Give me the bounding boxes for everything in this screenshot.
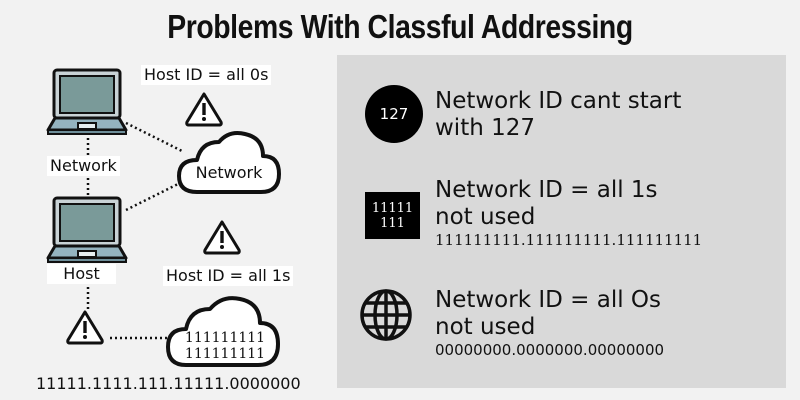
globe-icon xyxy=(360,289,412,341)
warning-icon xyxy=(203,220,241,255)
connection-lines xyxy=(86,121,185,340)
problem-text-line1: Network ID = all Os xyxy=(435,287,662,313)
cloud-icon xyxy=(177,131,281,194)
host-id-zeros-label: Host ID = all 0s xyxy=(141,65,272,85)
laptop-icon xyxy=(46,196,128,263)
problem-text-line2: not used xyxy=(435,204,536,230)
network-label: Network xyxy=(47,156,120,176)
problem-text-line1: Network ID = all 1s xyxy=(435,177,658,203)
host-label: Host xyxy=(47,264,116,284)
warning-icon xyxy=(185,92,223,127)
bottom-binary-address: 11111.1111.111.11111.0000000 xyxy=(36,374,301,393)
binary-box-line-1: 11111 xyxy=(371,200,414,216)
network-diagram: Network 111111111 111111111 xyxy=(46,68,281,367)
cloud-icon xyxy=(166,296,280,367)
problems-panel: 127 Network ID cant start with 127 11111… xyxy=(337,55,786,388)
problem-text-line1: Network ID cant start xyxy=(435,88,682,114)
problem-sub-binary: 111111111.111111111.111111111 xyxy=(435,231,703,249)
host-id-ones-label: Host ID = all 1s xyxy=(163,266,294,286)
laptop-icon xyxy=(46,68,128,135)
cloud-network-label: Network xyxy=(196,163,264,182)
cloud-binary-line-1: 111111111 xyxy=(185,330,265,346)
problem-sub-binary: 00000000.0000000.00000000 xyxy=(435,341,665,359)
binary-box-icon: 11111 111 xyxy=(365,192,420,239)
binary-box-line-2: 111 xyxy=(380,215,405,231)
badge-127-text: 127 xyxy=(379,105,409,123)
page-title: Problems With Classful Addressing xyxy=(167,8,633,45)
cloud-binary-line-2: 111111111 xyxy=(185,346,265,362)
line-laptop-top-to-cloud xyxy=(125,121,185,154)
warning-icon xyxy=(66,310,104,345)
problem-text-line2: with 127 xyxy=(435,115,536,141)
problem-text-line2: not used xyxy=(435,314,536,340)
badge-127-icon: 127 xyxy=(365,85,423,143)
line-laptop-host-to-cloud xyxy=(125,181,181,212)
